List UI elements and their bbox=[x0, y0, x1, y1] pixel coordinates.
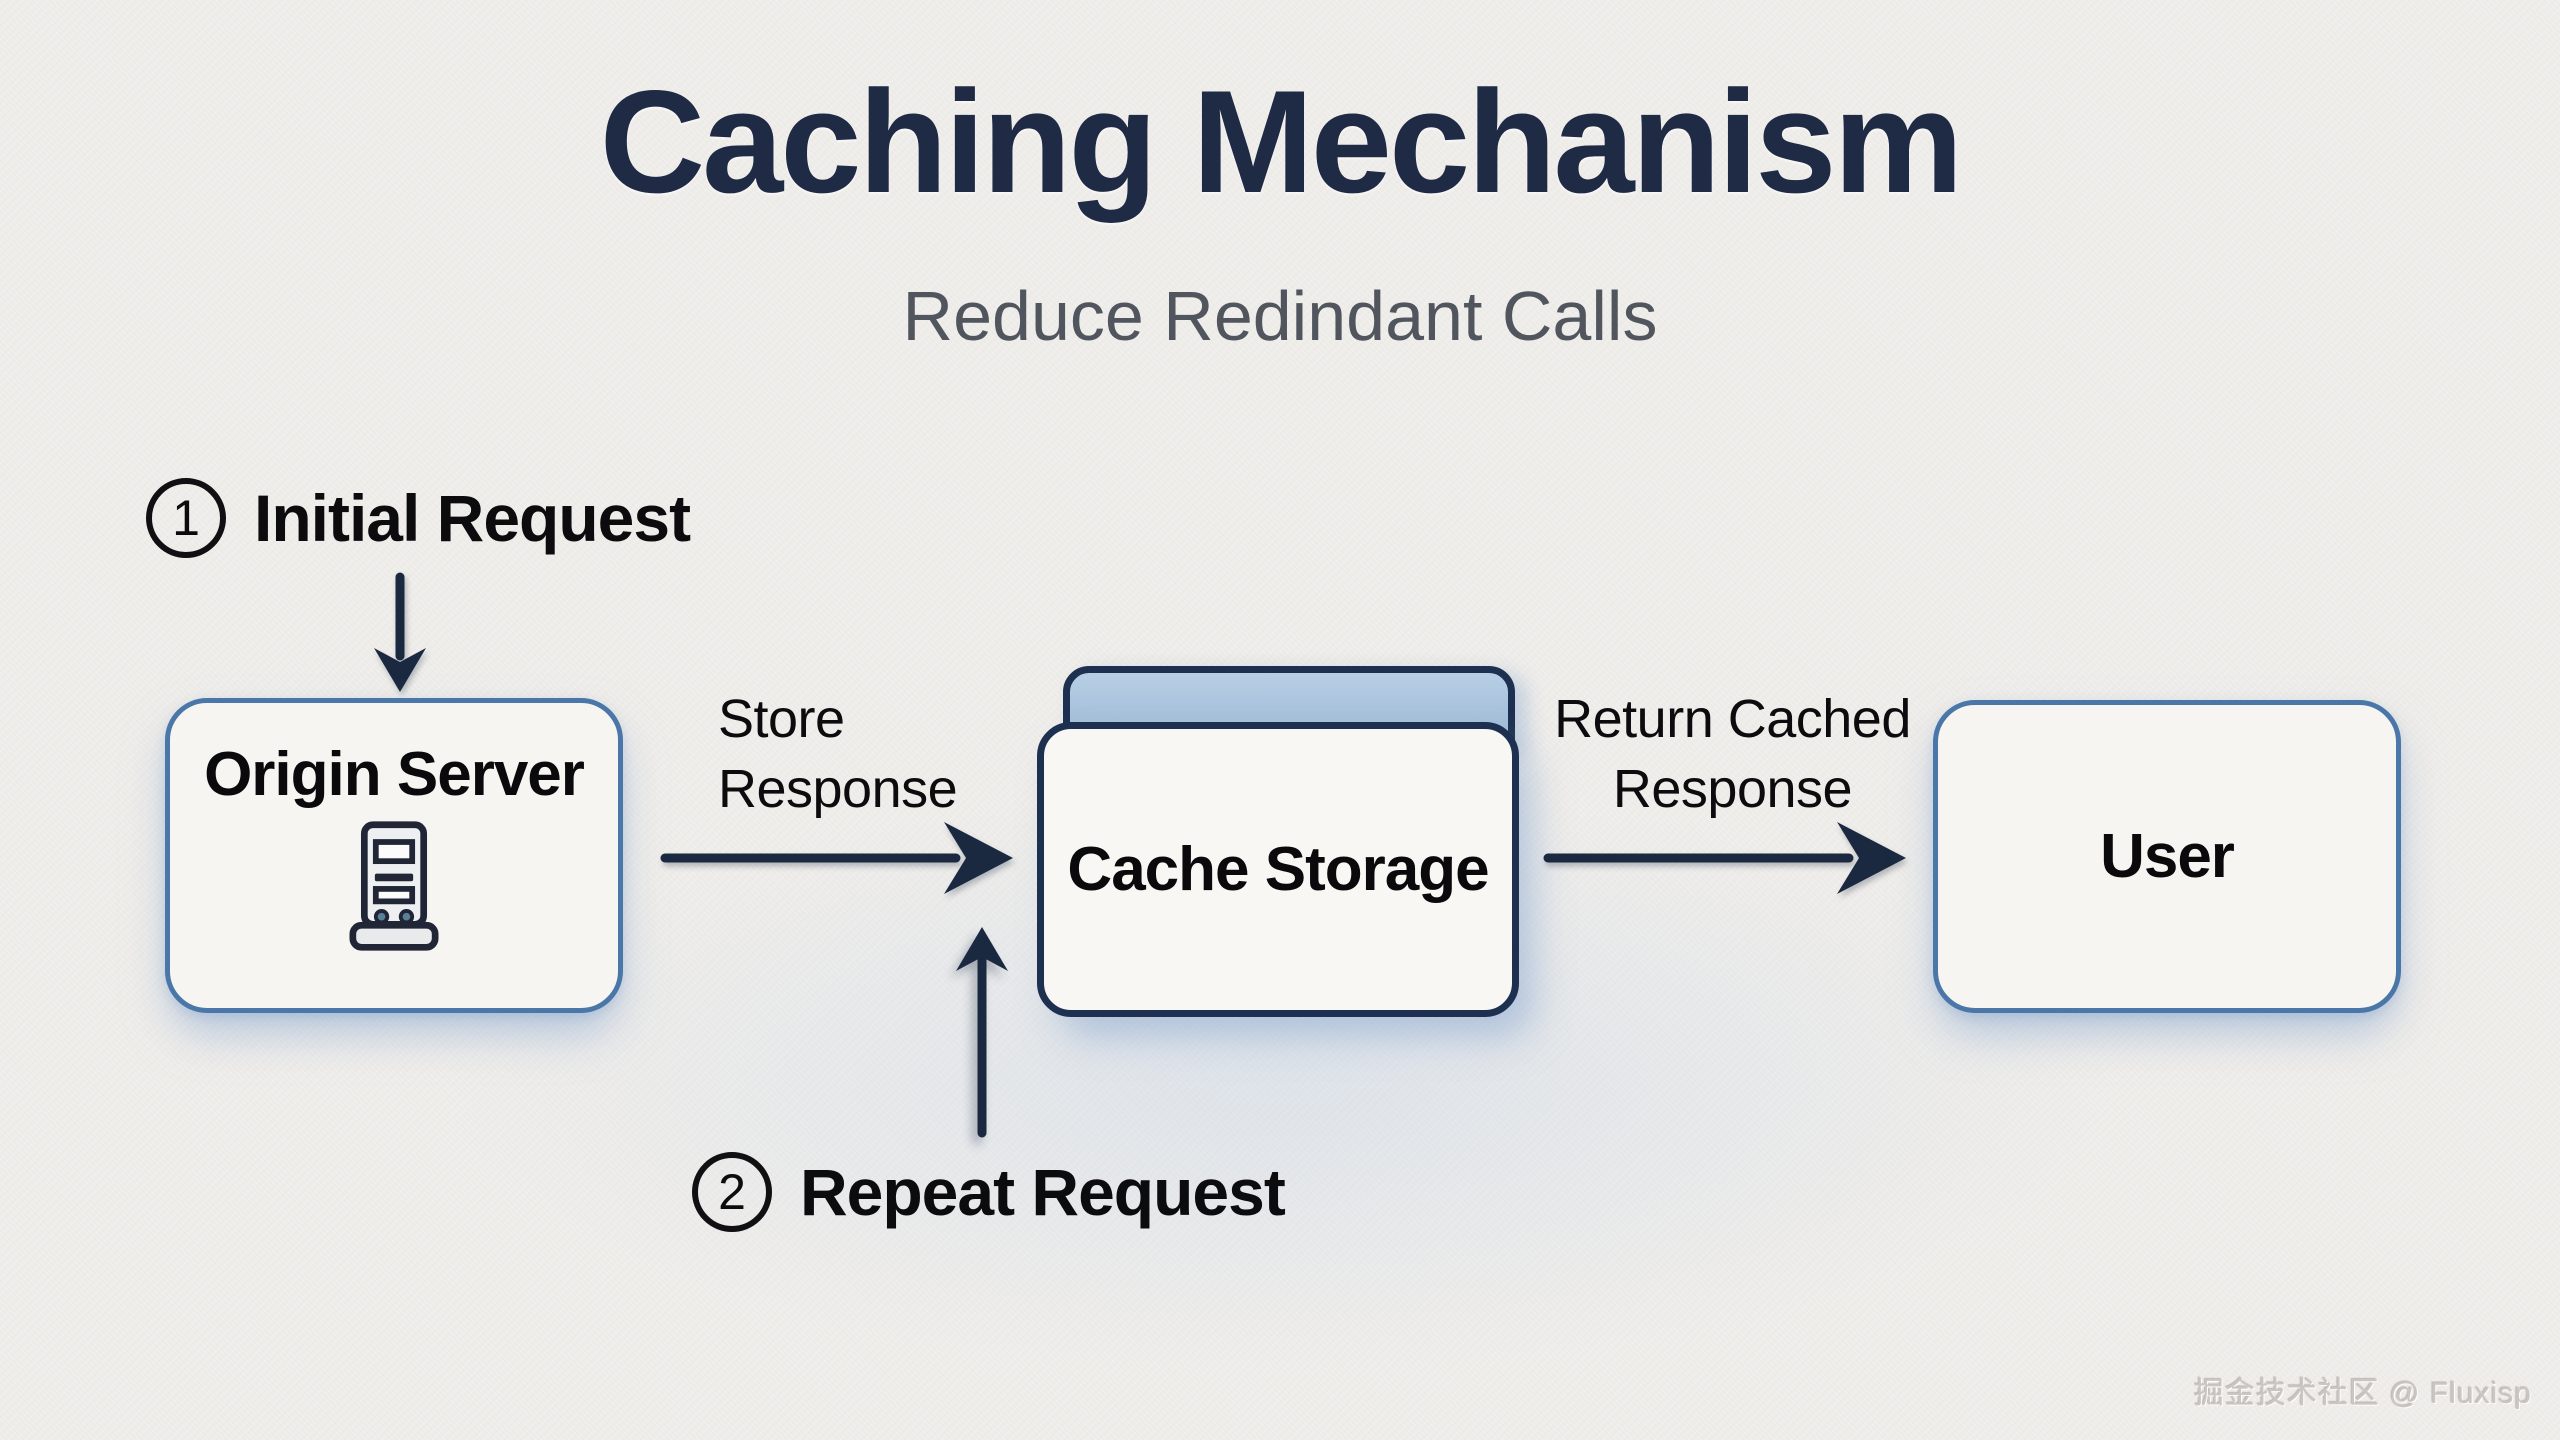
step1-text: Initial Request bbox=[254, 481, 691, 555]
cache-storage-label: Cache Storage bbox=[1067, 835, 1489, 904]
origin-server-label: Origin Server bbox=[204, 740, 585, 809]
return-cached-arrow-right-icon bbox=[1543, 822, 1906, 894]
initial-request-arrow-down-icon bbox=[374, 572, 426, 692]
step2-number: 2 bbox=[718, 1164, 746, 1220]
node-user: User bbox=[1933, 700, 2401, 1013]
return-cached-response-label: Return Cached Response bbox=[1554, 689, 1911, 820]
step1-number: 1 bbox=[172, 490, 200, 546]
store-response-label: Store Response bbox=[718, 689, 958, 820]
user-label: User bbox=[2100, 822, 2235, 891]
step1-number-badge: 1 bbox=[146, 478, 226, 558]
step1-label: 1 Initial Request bbox=[146, 478, 691, 558]
watermark: 掘金技术社区 @ Fluxisp bbox=[2193, 1377, 2532, 1410]
page-title: Caching Mechanism bbox=[599, 60, 1964, 223]
node-cache-storage: Cache Storage bbox=[1037, 666, 1519, 1017]
page-subtitle: Reduce Redindant Calls bbox=[902, 277, 1658, 355]
repeat-request-arrow-up-icon bbox=[956, 927, 1008, 1138]
step2-number-badge: 2 bbox=[692, 1152, 772, 1232]
folder-body: Cache Storage bbox=[1037, 722, 1519, 1017]
step2-text: Repeat Request bbox=[800, 1155, 1286, 1229]
step2-label: 2 Repeat Request bbox=[692, 1152, 1286, 1232]
store-response-arrow-right-icon bbox=[660, 822, 1013, 894]
node-origin-server: Origin Server bbox=[165, 698, 623, 1013]
server-tower-icon bbox=[349, 821, 439, 951]
